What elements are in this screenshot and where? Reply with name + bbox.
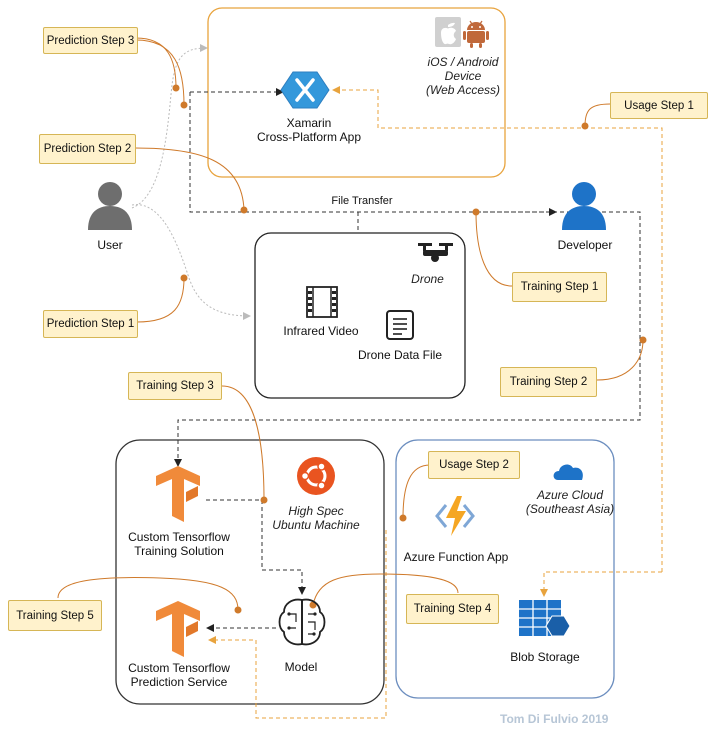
prediction-step-3-tag: Prediction Step 3 xyxy=(43,27,138,54)
prediction-3-callout xyxy=(135,37,177,89)
usage-step-2-tag: Usage Step 2 xyxy=(428,451,520,479)
brain-icon xyxy=(278,598,326,646)
developer-label: Developer xyxy=(557,238,613,252)
training-step-5-tag: Training Step 5 xyxy=(8,600,102,631)
prediction-3-dot xyxy=(172,84,180,92)
cloud-icon xyxy=(553,464,583,480)
drone-data-file-label: Drone Data File xyxy=(357,348,443,362)
azure-cloud-label: Azure Cloud (Southeast Asia) xyxy=(525,488,615,516)
ubuntu-machine-label: High Spec Ubuntu Machine xyxy=(272,504,360,532)
training-solution-label: Custom Tensorflow Training Solution xyxy=(128,530,230,558)
training-4-callout xyxy=(312,573,459,606)
xamarin-label: Xamarin Cross-Platform App xyxy=(256,116,362,144)
training-2-dot xyxy=(639,336,647,344)
training-step-1-tag: Training Step 1 xyxy=(512,272,607,302)
usage-1-callout xyxy=(584,103,611,127)
training-step-3-tag: Training Step 3 xyxy=(128,372,222,400)
user-label: User xyxy=(97,238,123,252)
training-5-dot xyxy=(234,606,242,614)
ubuntu-icon xyxy=(297,457,335,495)
training-1-callout xyxy=(475,211,513,287)
xamarin-icon xyxy=(280,71,330,109)
prediction-1-dot xyxy=(180,274,188,282)
prediction-1-callout xyxy=(136,277,185,323)
function-to-prediction-connector xyxy=(208,530,387,719)
prediction-step-1-tag: Prediction Step 1 xyxy=(43,310,138,338)
training-1-dot xyxy=(472,208,480,216)
android-icon xyxy=(463,20,489,48)
model-label: Model xyxy=(284,660,318,674)
usage-1-dot xyxy=(581,122,589,130)
azure-group-box xyxy=(395,439,615,699)
watermark: Tom Di Fulvio 2019 xyxy=(500,712,609,726)
file-transfer-connector xyxy=(174,92,641,467)
prediction-step-2-tag: Prediction Step 2 xyxy=(39,134,136,164)
drone-group-box xyxy=(254,232,466,399)
prediction-2-callout xyxy=(134,147,245,211)
apple-icon xyxy=(435,17,461,47)
prediction-3-dot-b xyxy=(180,101,188,109)
infrared-video-label: Infrared Video xyxy=(283,324,359,338)
device-label: iOS / Android Device (Web Access) xyxy=(425,55,500,97)
file-transfer-label: File Transfer xyxy=(331,195,393,207)
function-to-blob-connector xyxy=(540,571,662,597)
user-icon xyxy=(88,182,132,230)
prediction-service-label: Custom Tensorflow Prediction Service xyxy=(128,661,230,689)
tensorflow-prediction-icon xyxy=(156,601,200,657)
tensorflow-training-icon xyxy=(156,466,200,522)
usage-step-1-tag: Usage Step 1 xyxy=(610,92,708,119)
drone-label: Drone xyxy=(411,272,444,286)
blob-storage-label: Blob Storage xyxy=(510,650,580,664)
prediction-2-dot xyxy=(240,206,248,214)
document-icon xyxy=(386,310,414,340)
training-3-callout xyxy=(221,385,265,501)
film-icon xyxy=(306,286,338,318)
function-app-icon xyxy=(435,496,475,536)
training-3-dot xyxy=(260,496,268,504)
ubuntu-group-box xyxy=(115,439,385,705)
function-app-label: Azure Function App xyxy=(403,550,509,564)
training-step-2-tag: Training Step 2 xyxy=(500,367,597,397)
prediction-3-callout-b xyxy=(135,39,185,106)
blob-storage-icon xyxy=(519,600,571,637)
drone-icon xyxy=(418,243,453,262)
user-to-drone-connector xyxy=(131,204,251,320)
usage-2-dot xyxy=(399,514,407,522)
training-step-4-tag: Training Step 4 xyxy=(406,594,499,624)
usage-web-access-connector xyxy=(332,86,663,572)
training-to-model-connector xyxy=(206,499,306,595)
developer-icon xyxy=(562,182,606,230)
training-5-callout xyxy=(57,577,239,611)
user-to-xamarin-connector xyxy=(131,44,208,209)
usage-2-callout xyxy=(402,464,431,519)
training-2-callout xyxy=(596,339,644,381)
